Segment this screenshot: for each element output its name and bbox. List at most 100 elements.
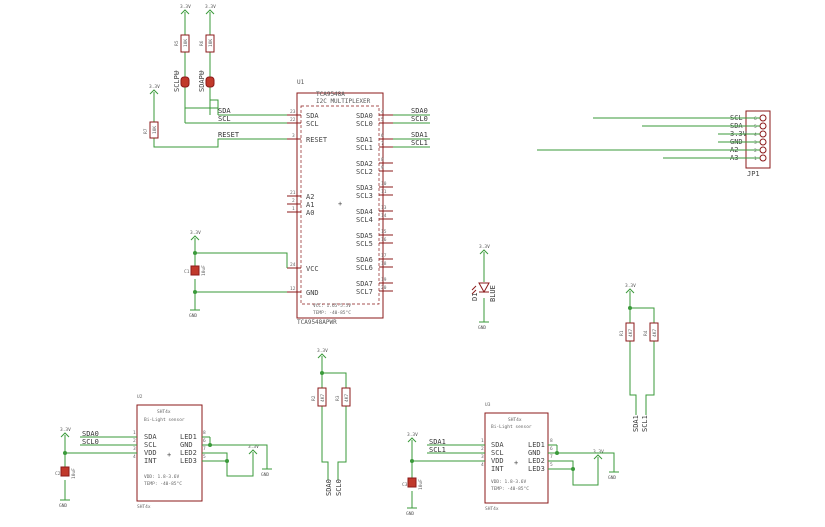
u1-pin-num: 11 (381, 189, 387, 195)
u1-pin-sda: SDA (306, 112, 319, 120)
u1-pin-num: 5 (381, 117, 384, 123)
u1-pin-num: 14 (381, 213, 387, 219)
u1-pin-num: 17 (381, 253, 387, 259)
u1-pin-scl1: SCL1 (356, 144, 373, 152)
u1-pin-sda7: SDA7 (356, 280, 373, 288)
u1-pin-a2: A2 (306, 193, 314, 201)
v33-label: 3.3V (205, 4, 216, 10)
r7-ref: R7 (143, 128, 149, 134)
r4-ref: R4 (643, 330, 649, 336)
u1-pin-a0: A0 (306, 209, 314, 217)
u1-spec2: TEMP: -40-85°C (313, 310, 351, 316)
u2-origin-mark: + (167, 451, 171, 459)
v33-label: 3.3V (593, 449, 604, 455)
power-3v3-symbols: 3.3V 3.3V 3.3V 3.3V 3.3V 3.3V 3.3V 3.3V … (60, 4, 636, 460)
u3-ref: U3 (485, 402, 491, 408)
u1-pin-scl2: SCL2 (356, 168, 373, 176)
u3-pin-num: 3 (481, 454, 484, 460)
u1-pin-num: 21 (290, 190, 296, 196)
u1-right-pin-labels: SDA0 SCL0 SDA1 SCL1 SDA2 SCL2 SDA3 SCL3 … (356, 112, 373, 296)
u2-pin-num: 3 (133, 446, 136, 452)
r1-ref: R1 (619, 330, 625, 336)
u1-pin-num: 20 (381, 285, 387, 291)
v33-label: 3.3V (149, 84, 160, 90)
net-sda0: SDA0 (82, 430, 99, 438)
u2-pin-led1: LED1 (180, 433, 197, 441)
u2-pin-num: 8 (203, 430, 206, 436)
v33-label: 3.3V (190, 230, 201, 236)
jp1-pin-num: 2 (754, 148, 757, 154)
u3-footer: SHT4x (485, 506, 499, 512)
jumper-pin: 2 (200, 70, 203, 76)
sdapu-label: SDAPU (198, 71, 206, 92)
capacitor-c1: C1 10uF (184, 265, 207, 276)
u3-pin-vdd: VDD (491, 457, 504, 465)
u1-pin-num: 23 (290, 109, 296, 115)
resistor-r5: R5 10K (174, 34, 190, 53)
u3-pin-scl: SCL (491, 449, 504, 457)
u1-pin-scl5: SCL5 (356, 240, 373, 248)
u2-pin-num: 7 (203, 446, 206, 452)
jp1-pin-num: 1 (754, 156, 757, 162)
u1-pin-vcc: VCC (306, 265, 319, 273)
u1-pin-sda3: SDA3 (356, 184, 373, 192)
u3-pin-num: 5 (550, 462, 553, 468)
u1-pin-num: 2 (292, 198, 295, 204)
net-scl1: SCL1 (429, 446, 446, 454)
u2-pin-scl: SCL (144, 441, 157, 449)
r7-value: 10K (152, 126, 158, 134)
u1-pin-scl4: SCL4 (356, 216, 373, 224)
resistor-r4: R4 4K7 (643, 322, 659, 342)
capacitor-c2: C2 10uF (55, 466, 77, 479)
u1-pin-scl3: SCL3 (356, 192, 373, 200)
u3-pin-num: 1 (481, 438, 484, 444)
jp1-wires (537, 117, 760, 159)
u3-part: SHT4x (508, 417, 522, 423)
u2-pin-led3: LED3 (180, 457, 197, 465)
u1-footer: TCA9548APWR (297, 319, 337, 326)
u1-pin-scl6: SCL6 (356, 264, 373, 272)
u2-pin-num: 4 (133, 454, 136, 460)
u3-pin-led1: LED1 (528, 441, 545, 449)
u1-pin-a1: A1 (306, 201, 314, 209)
u1-pin-num: 22 (290, 117, 296, 123)
c1-ref: C1 (184, 269, 190, 275)
jp1-ref: JP1 (747, 170, 760, 178)
c1-value: 10uF (201, 265, 207, 276)
net-scl1-vertical: SCL1 (641, 415, 649, 432)
net-scl1: SCL1 (411, 139, 428, 147)
u1-pin-sda2: SDA2 (356, 160, 373, 168)
jumper-sdapu: SDAPU 2 (198, 70, 215, 92)
jp1-pin-num: 3 (754, 140, 757, 146)
r1-value: 4K7 (628, 329, 634, 337)
gnd-symbols: GND GND GND GND GND GND (59, 309, 619, 517)
r6-ref: R6 (199, 40, 205, 46)
u2-pin-sda: SDA (144, 433, 157, 441)
u2-pin-num: 2 (133, 438, 136, 444)
u1-pin-num: 18 (381, 261, 387, 267)
u2-spec2: TEMP: -40-85°C (144, 481, 182, 487)
u3-pin-led3: LED3 (528, 465, 545, 473)
net-scl0-vertical: SCL0 (335, 479, 343, 496)
u1-desc: I2C MULTIPLEXER (316, 98, 371, 105)
u3-pin-num: 2 (481, 446, 484, 452)
u2-ref: U2 (137, 394, 143, 400)
u1-pin-sda0: SDA0 (356, 112, 373, 120)
u1-pin-gnd: GND (306, 289, 319, 297)
u1-pin-num: 16 (381, 237, 387, 243)
u2-pin-led2: LED2 (180, 449, 197, 457)
net-sda: SDA (218, 107, 231, 115)
r2-ref: R2 (311, 395, 317, 401)
u3-wires (411, 440, 615, 508)
u1-pin-num: 9 (381, 165, 384, 171)
jumper-sclpu: SCLPU 1 (173, 70, 190, 92)
resistor-r2: R2 4K7 (311, 387, 327, 407)
net-scl: SCL (218, 115, 231, 123)
u3-pin-num: 8 (550, 438, 553, 444)
r3-value: 4K7 (344, 394, 350, 402)
u3-desc: Bi-Light sensor (491, 424, 532, 430)
u3-spec2: TEMP: -40-85°C (491, 486, 529, 492)
u1-pin-num: 13 (381, 205, 387, 211)
v33-label: 3.3V (60, 427, 71, 433)
u2-pin-int: INT (144, 457, 157, 465)
